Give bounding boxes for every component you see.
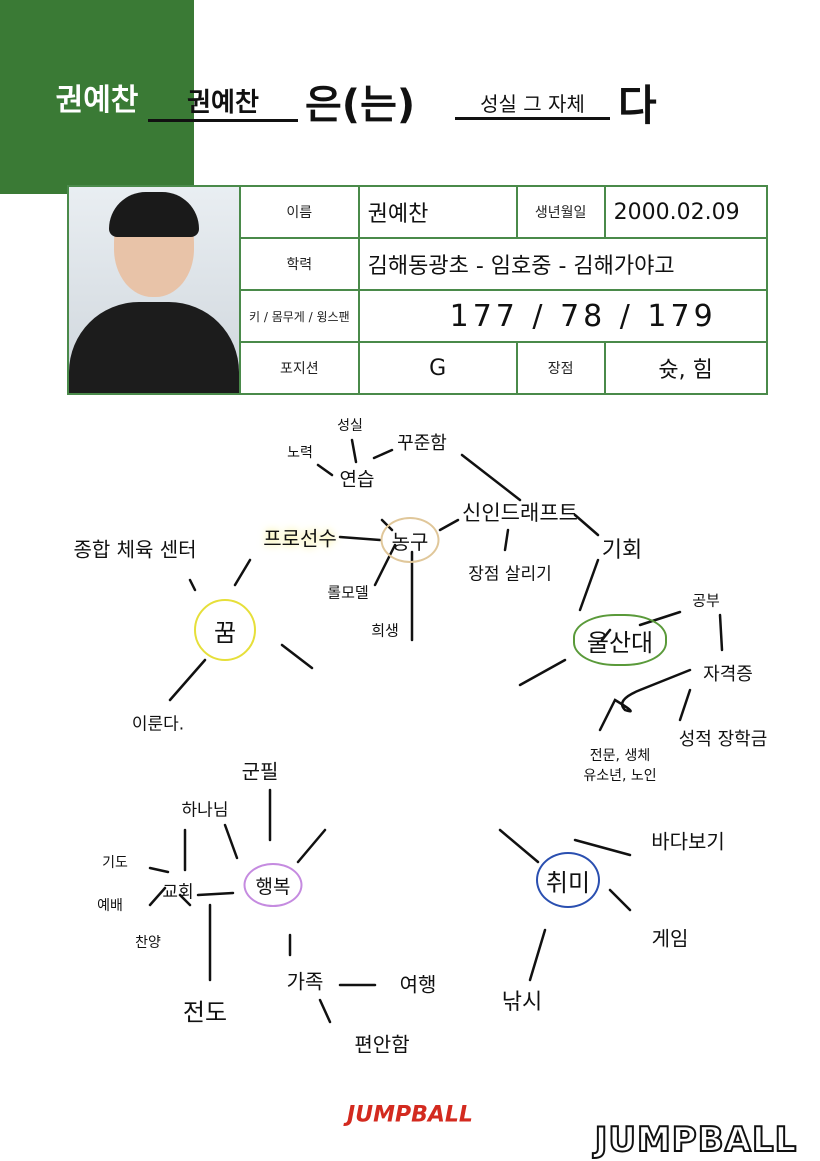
practice-item: 노력 — [287, 445, 313, 461]
jumpball-logo: JUMPBALL — [347, 1102, 473, 1128]
certificate: 자격증 — [703, 664, 753, 685]
comfort: 편안함 — [354, 1032, 410, 1057]
study: 공부 — [692, 591, 720, 610]
draft-item: 장점 살리기 — [468, 564, 552, 585]
practice-node: 연습 — [339, 468, 375, 491]
title-particle: 은(는) — [305, 82, 416, 128]
church-item: 기도 — [102, 855, 128, 871]
dream-node: 꿈 — [194, 599, 256, 661]
title-ending: 다 — [618, 81, 657, 130]
university-node: 울산대 — [573, 614, 667, 666]
basketball-node: 농구 — [380, 517, 440, 563]
title-name: 권예찬 — [148, 82, 298, 122]
birth-value: 2000.02.09 — [603, 185, 768, 239]
name-label: 이름 — [239, 185, 360, 239]
happiness-node: 행복 — [243, 863, 303, 907]
dream-item: 이룬다. — [131, 714, 185, 735]
hobby-node: 취미 — [536, 852, 600, 908]
dream-item: 프로선수 — [263, 526, 337, 551]
position-value: G — [357, 341, 518, 395]
practice-item: 성실 — [337, 418, 363, 434]
dream-item: 종합 체육 센터 — [73, 537, 197, 562]
edu-label: 학력 — [239, 237, 360, 291]
hobby-item: 게임 — [651, 926, 689, 951]
scholarship: 성적 장학금 — [678, 729, 768, 750]
hobby-item: 바다보기 — [651, 829, 725, 854]
church: 교회 — [162, 882, 194, 903]
position-label: 포지션 — [239, 341, 360, 395]
rolemodel: 롤모델 — [327, 583, 369, 602]
practice-item: 꾸준함 — [397, 433, 447, 454]
body-value: 177 / 78 / 179 — [357, 289, 768, 343]
church-item: 예배 — [97, 898, 123, 914]
name-value: 권예찬 — [357, 185, 518, 239]
certificate-items: 전문, 생체 유소년, 노인 — [583, 748, 657, 784]
military: 군필 — [241, 759, 279, 784]
church-item: 찬양 — [135, 935, 161, 951]
title-trait: 성실 그 자체 — [455, 88, 610, 120]
birth-label: 생년월일 — [515, 185, 606, 239]
evangelism: 전도 — [182, 998, 228, 1027]
sacrifice: 희생 — [371, 621, 399, 640]
god: 하나님 — [181, 800, 229, 821]
draft-item: 기회 — [601, 538, 643, 563]
strength-value: 슛, 힘 — [603, 341, 768, 395]
edu-value: 김해동광초 - 임호중 - 김해가야고 — [357, 237, 768, 291]
profile-photo — [67, 185, 241, 395]
profile-table: 이름 권예찬 생년월일 2000.02.09 학력 김해동광초 - 임호중 - … — [67, 185, 768, 395]
family: 가족 — [286, 969, 324, 994]
mindmap-center: 권예찬 — [0, 0, 194, 194]
trip: 여행 — [399, 972, 437, 997]
hobby-item: 낚시 — [501, 990, 543, 1015]
jumpball-watermark: JUMPBALL — [594, 1119, 798, 1161]
draft-node: 신인드래프트 — [462, 501, 578, 525]
strength-label: 장점 — [515, 341, 606, 395]
body-label: 키 / 몸무게 / 윙스팬 — [239, 289, 360, 343]
